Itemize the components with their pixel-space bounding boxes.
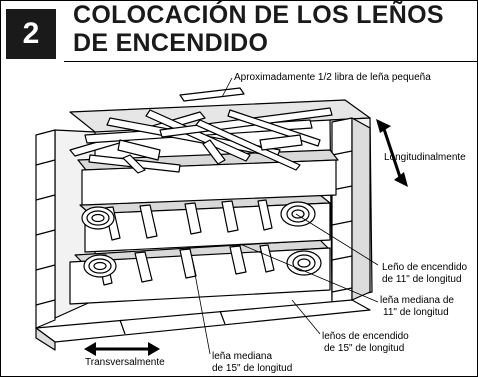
title-line-2: DE ENCENDIDO xyxy=(73,29,269,57)
label-med11-line2: 11" de longitud xyxy=(383,307,449,318)
page-title: COLOCACIÓN DE LOS LEÑOS DE ENCENDIDO xyxy=(73,1,473,57)
title-divider xyxy=(64,61,478,62)
title-line-1: COLOCACIÓN DE LOS LEÑOS xyxy=(73,1,444,29)
top-log-front xyxy=(81,159,337,206)
leader-med11 xyxy=(239,243,379,303)
label-log15-line2: de 15" de longitud xyxy=(324,343,404,354)
label-med15-line1: leña mediana xyxy=(212,351,272,362)
lengthwise-arrow-icon xyxy=(376,119,408,187)
label-med15-line2: de 15" de longitud xyxy=(212,363,292,374)
label-lengthwise: Longitudinalmente xyxy=(384,152,466,163)
label-crosswise: Transversalmente xyxy=(85,357,165,368)
leader-med15 xyxy=(191,257,211,355)
crosswise-arrow-icon xyxy=(84,342,160,356)
right-brick-column xyxy=(331,117,353,306)
label-med11-line1: leña mediana de xyxy=(380,295,454,306)
step-number-badge: 2 xyxy=(6,9,56,59)
leader-log15 xyxy=(291,299,321,335)
kindling-pile xyxy=(69,87,333,174)
label-log11-line1: Leño de encendido xyxy=(382,262,468,273)
leader-log11 xyxy=(295,213,379,266)
left-brick-column xyxy=(35,129,56,329)
front-rail xyxy=(35,299,371,343)
label-kindling: Aproximadamente 1/2 libra de leña pequeñ… xyxy=(234,72,431,83)
label-log15-line1: leños de encendido xyxy=(322,331,409,342)
leader-kindling xyxy=(221,77,233,98)
label-log11-line2: de 11" de longitud xyxy=(382,274,462,285)
